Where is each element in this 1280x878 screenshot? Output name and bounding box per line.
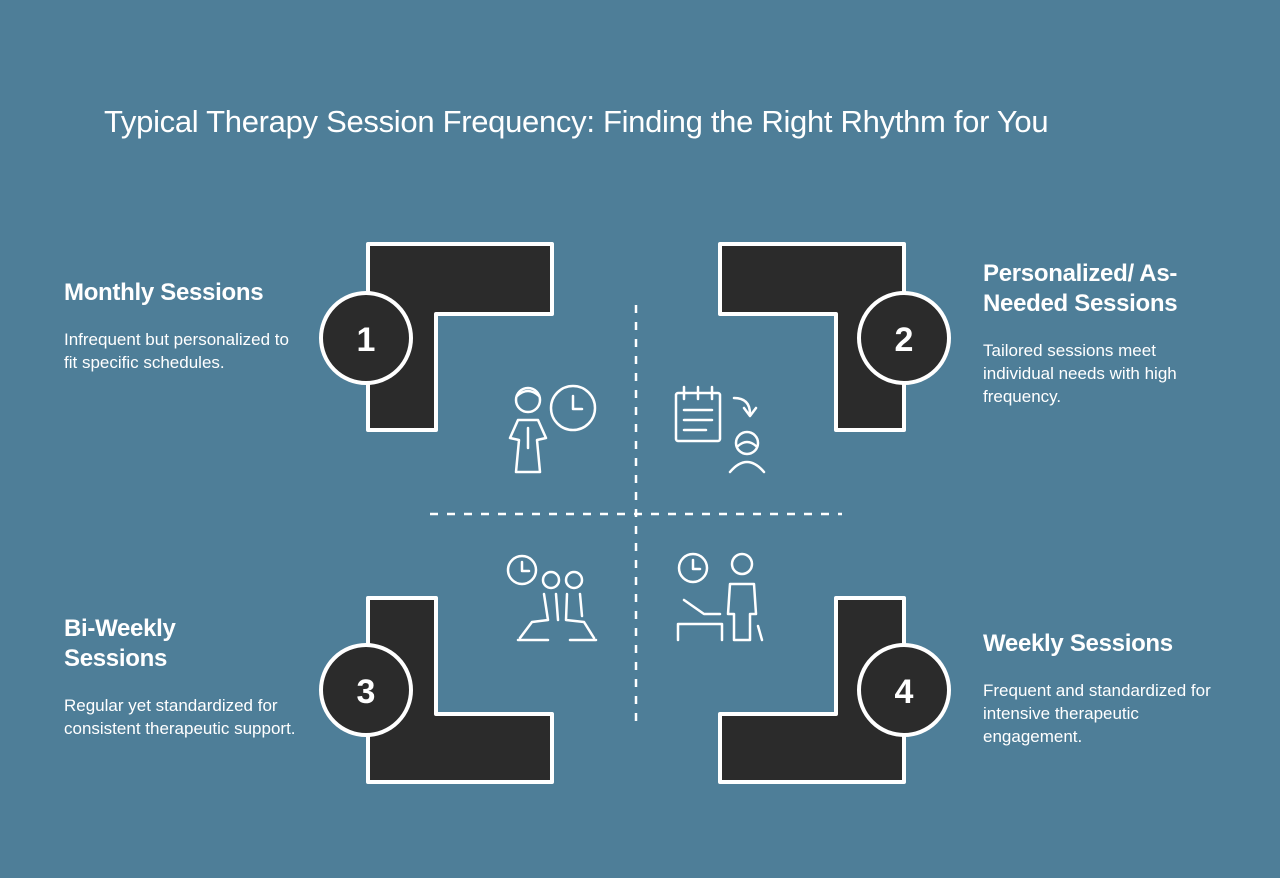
number-circle-3 — [319, 643, 413, 737]
l-shape-1 — [366, 242, 554, 432]
quadrant-heading: Bi-Weekly Sessions — [64, 615, 176, 672]
notepad-person-icon — [674, 385, 766, 474]
quadrant-description: Regular yet standardized for consistent … — [64, 696, 296, 738]
clock-patient-therapist-icon — [676, 552, 764, 642]
number-2: 2 — [895, 321, 914, 359]
clock-two-people-seated-icon — [506, 554, 598, 642]
quadrant-monthly: Monthly Sessions Infrequent but personal… — [64, 278, 314, 374]
number-circle-2 — [857, 291, 951, 385]
number-1: 1 — [357, 321, 376, 359]
quadrant-description: Tailored sessions meet individual needs … — [983, 341, 1177, 406]
l-shape-3 — [366, 596, 554, 784]
quadrant-description: Frequent and standardized for intensive … — [983, 681, 1211, 746]
quadrant-personalized: Personalized/ As-Needed Sessions Tailore… — [983, 259, 1228, 408]
quadrant-heading: Weekly Sessions — [983, 630, 1173, 657]
page-title: Typical Therapy Session Frequency: Findi… — [104, 104, 1049, 139]
number-circle-4 — [857, 643, 951, 737]
number-3: 3 — [357, 673, 376, 711]
quadrant-heading: Personalized/ As-Needed Sessions — [983, 260, 1178, 317]
person-clock-icon — [508, 384, 597, 474]
number-4: 4 — [895, 673, 914, 711]
quadrant-weekly: Weekly Sessions Frequent and standardize… — [983, 629, 1233, 748]
number-circle-1 — [319, 291, 413, 385]
l-shape-2 — [718, 242, 906, 432]
quadrant-description: Infrequent but personalized to fit speci… — [64, 330, 289, 372]
l-shape-4 — [718, 596, 906, 784]
quadrant-bi-weekly: Bi-Weekly Sessions Regular yet standardi… — [64, 614, 314, 740]
quadrant-heading: Monthly Sessions — [64, 279, 264, 306]
